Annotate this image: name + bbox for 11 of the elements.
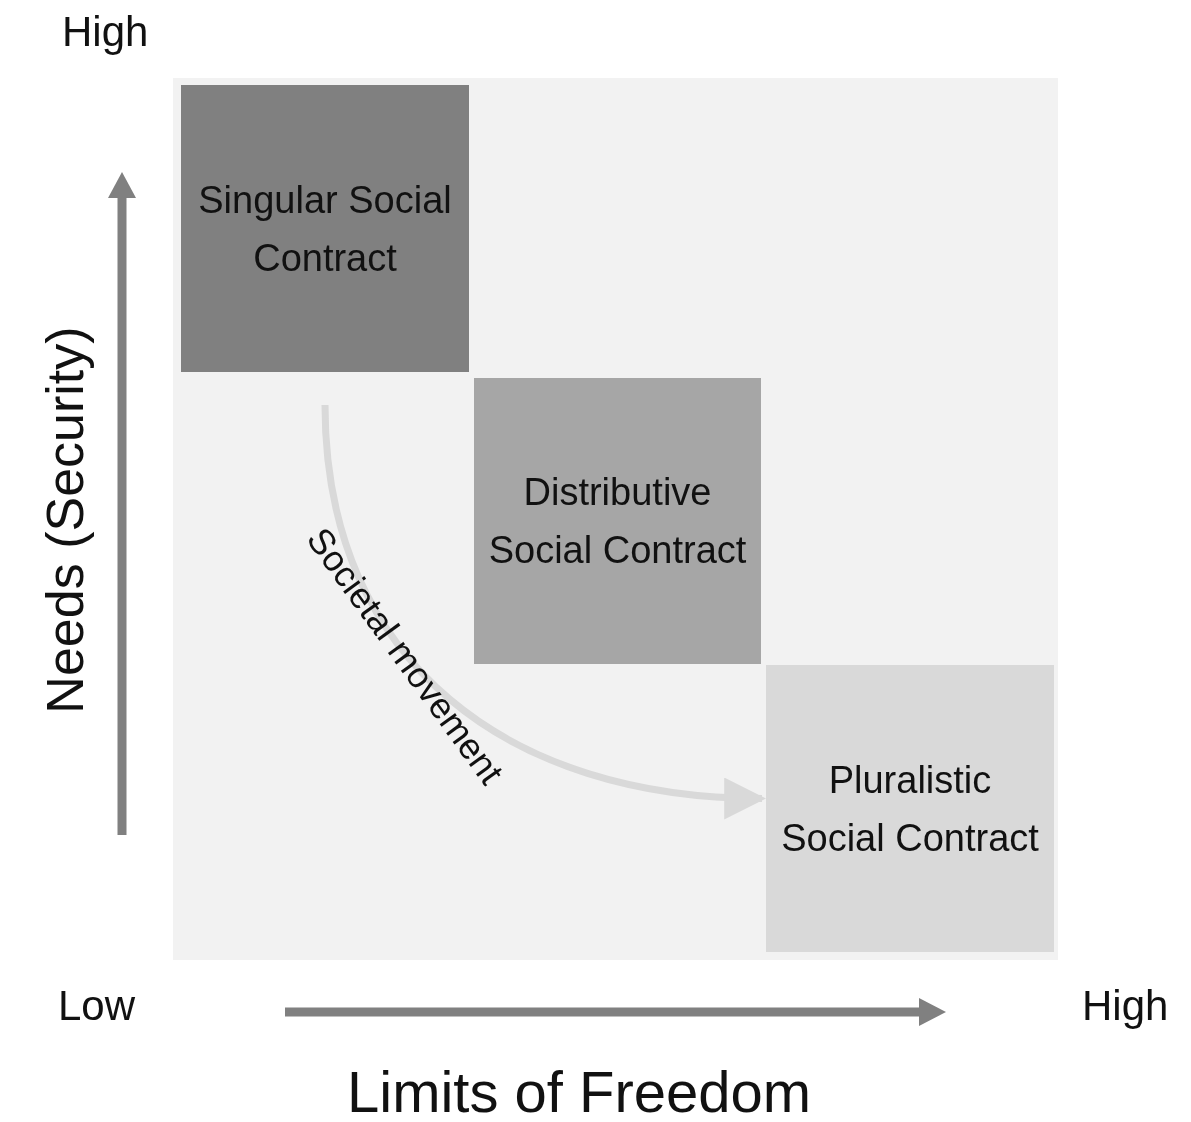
box-label: Distributive Social Contract <box>487 470 748 573</box>
box-label: Pluralistic Social Contract <box>780 757 1040 861</box>
axis-label: Needs (Security) <box>35 325 95 715</box>
axis-label: Low <box>58 982 136 1030</box>
box-label: Singular Social Contract <box>197 177 453 281</box>
axis-label: High <box>62 8 149 56</box>
curved-arrow <box>321 404 767 818</box>
contract-box <box>766 665 1054 952</box>
contract-box <box>181 85 469 372</box>
axis-label: High <box>1082 982 1169 1030</box>
axis-label: Limits of Freedom <box>347 1058 812 1122</box>
